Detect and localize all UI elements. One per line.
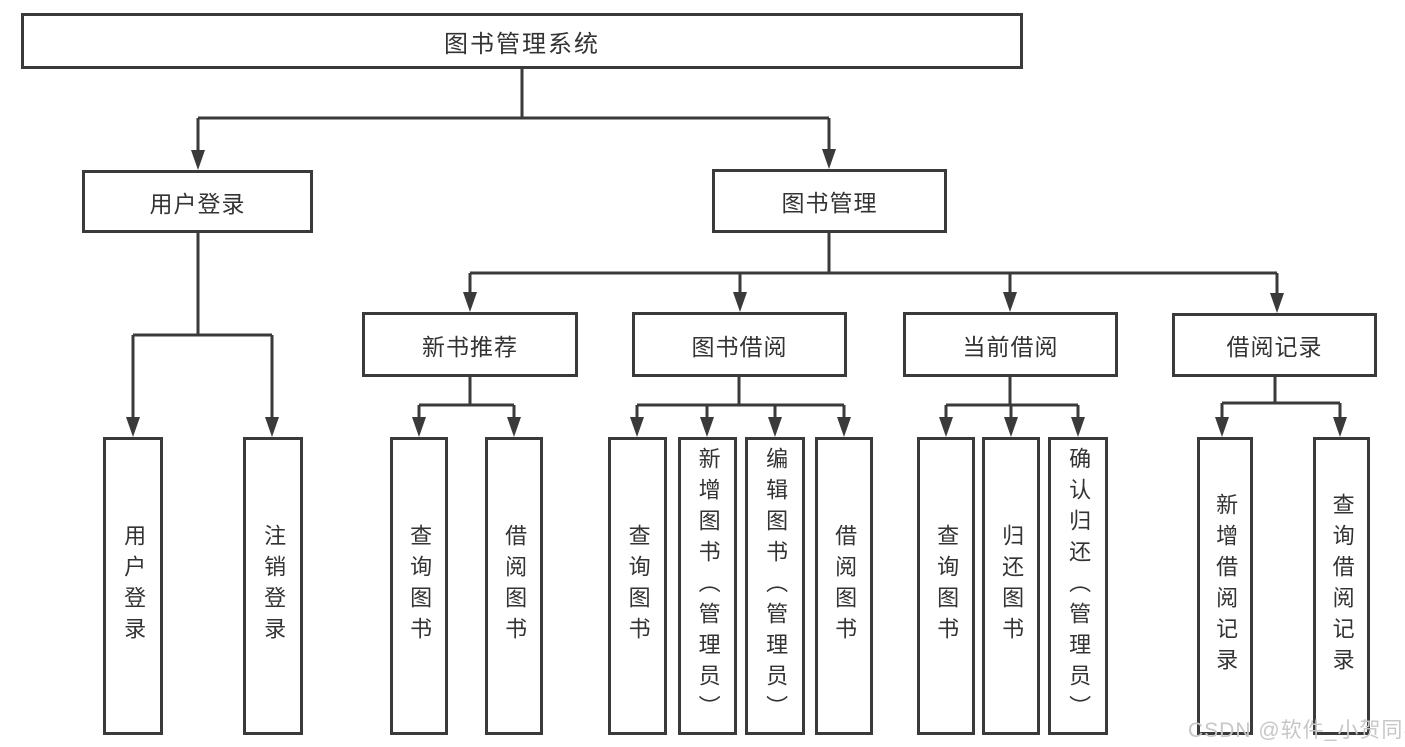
node-user-login-label: 用户登录 [149,190,246,217]
leaf-query-borrow-record-label: 查询借阅记录 [1329,493,1355,679]
leaf-borrow-query-books-label: 查询图书 [625,524,651,648]
node-current-borrowing-label: 当前借阅 [962,333,1059,360]
leaf-borrow-books: 借阅图书 [815,437,873,735]
leaf-new-borrow-books-label: 借阅图书 [502,524,528,648]
leaf-confirm-return-admin: 确认归还（管理员） [1048,437,1108,735]
wire-record-to-leaves [1220,377,1342,420]
node-current-borrowing: 当前借阅 [903,312,1118,377]
leaf-add-books-admin-label: 新增图书（管理员） [695,446,721,726]
wire-borrow-to-leaves [635,377,846,420]
leaf-query-borrow-record: 查询借阅记录 [1313,437,1370,735]
leaf-return-books: 归还图书 [982,437,1040,735]
node-borrowing-records: 借阅记录 [1172,313,1377,377]
node-book-borrowing-label: 图书借阅 [691,333,788,360]
wire-root-to-level2 [196,69,831,153]
leaf-borrow-query-books: 查询图书 [608,437,667,735]
leaf-return-books-label: 归还图书 [999,524,1025,648]
leaf-add-borrow-record-label: 新增借阅记录 [1213,493,1239,679]
node-book-management: 图书管理 [712,169,947,233]
node-user-login: 用户登录 [82,170,313,233]
leaf-current-query-books-label: 查询图书 [934,524,960,648]
leaf-current-query-books: 查询图书 [917,437,975,735]
leaf-edit-books-admin: 编辑图书（管理员） [745,437,805,735]
leaf-edit-books-admin-label: 编辑图书（管理员） [763,446,789,726]
node-new-book-recommend-label: 新书推荐 [422,333,518,360]
leaf-user-login-label: 用户登录 [121,524,147,648]
wire-new-to-leaves [417,377,516,420]
leaf-user-login: 用户登录 [103,437,163,735]
leaf-add-books-admin: 新增图书（管理员） [678,437,737,735]
leaf-add-borrow-record: 新增借阅记录 [1197,437,1253,735]
leaf-confirm-return-admin-label: 确认归还（管理员） [1066,446,1092,726]
node-borrowing-records-label: 借阅记录 [1226,334,1323,360]
node-book-management-label: 图书管理 [781,190,878,216]
leaf-new-query-books-label: 查询图书 [407,524,433,648]
node-root-label: 图书管理系统 [444,30,600,58]
node-book-borrowing: 图书借阅 [632,312,847,377]
wire-current-to-leaves [944,377,1080,420]
leaf-new-borrow-books: 借阅图书 [485,437,543,735]
leaf-borrow-books-label: 借阅图书 [832,524,858,648]
leaf-new-query-books: 查询图书 [390,437,448,735]
node-root: 图书管理系统 [21,13,1023,69]
csdn-watermark: CSDN @软件_小贺同学 [1188,719,1405,742]
wire-mgmt-to-level3 [468,233,1279,296]
wire-login-to-leaves [131,232,274,420]
leaf-logout-label: 注销登录 [261,524,287,648]
leaf-logout: 注销登录 [243,437,303,735]
node-new-book-recommend: 新书推荐 [362,312,578,377]
